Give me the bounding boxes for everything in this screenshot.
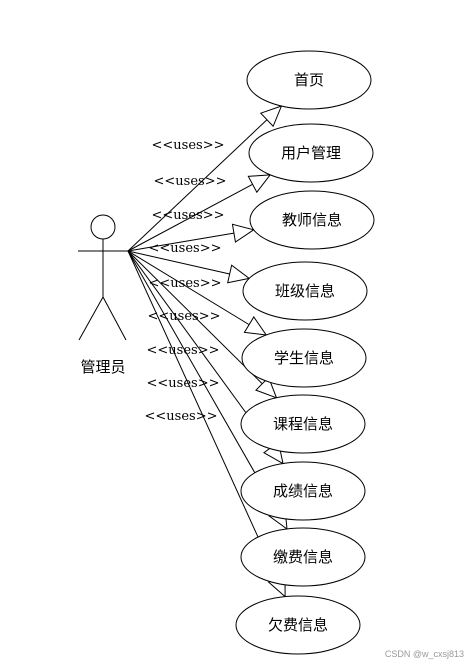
use-case-label: 学生信息	[274, 349, 334, 367]
use-case-2: 用户管理	[248, 123, 374, 183]
use-case-8: 缴费信息	[240, 527, 366, 587]
use-case-ellipse	[235, 595, 361, 655]
use-case-ellipse	[249, 190, 375, 250]
uses-line	[127, 183, 253, 252]
uses-line	[127, 250, 278, 512]
arrowhead-icon	[227, 264, 251, 284]
uses-label: <<uses>>	[145, 409, 218, 424]
uses-line	[127, 250, 230, 275]
arrowhead-icon	[259, 105, 283, 128]
uses-line	[127, 232, 235, 252]
actor-left-leg	[78, 296, 104, 341]
use-case-ellipse	[240, 527, 366, 587]
uses-label: <<uses>>	[152, 138, 225, 153]
use-case-5: 学生信息	[241, 328, 367, 388]
arrowhead-icon	[247, 174, 272, 194]
actor-stick-figure	[78, 214, 128, 341]
uses-line	[127, 119, 268, 252]
use-case-9: 欠费信息	[235, 595, 361, 655]
uses-line	[127, 250, 263, 385]
uses-label: <<uses>>	[152, 208, 225, 223]
actor-head	[90, 214, 116, 240]
uses-label: <<uses>>	[147, 376, 220, 391]
uses-line	[127, 250, 278, 579]
actor-label: 管理员	[80, 358, 125, 376]
use-case-1: 首页	[246, 50, 372, 110]
use-case-label: 缴费信息	[273, 548, 333, 566]
arrowhead-icon	[243, 316, 268, 336]
use-case-ellipse	[241, 328, 367, 388]
use-case-label: 欠费信息	[268, 616, 328, 634]
use-case-6: 课程信息	[240, 394, 366, 454]
use-case-ellipse	[242, 261, 368, 321]
use-case-label: 课程信息	[273, 415, 333, 433]
use-case-label: 教师信息	[282, 211, 342, 229]
use-case-7: 成绩信息	[240, 461, 366, 521]
arrowhead-icon	[255, 376, 278, 399]
use-case-4: 班级信息	[242, 261, 368, 321]
use-case-label: 用户管理	[281, 144, 341, 162]
uses-label: <<uses>>	[147, 343, 220, 358]
arrowhead-icon	[231, 223, 255, 243]
uses-label: <<uses>>	[149, 276, 222, 291]
uses-line	[127, 250, 250, 326]
use-case-ellipse	[240, 394, 366, 454]
use-case-label: 班级信息	[275, 282, 335, 300]
use-case-ellipse	[248, 123, 374, 183]
uses-label: <<uses>>	[154, 174, 227, 189]
uses-label: <<uses>>	[149, 241, 222, 256]
uses-label: <<uses>>	[148, 309, 221, 324]
actor-right-leg	[102, 296, 127, 341]
watermark: CSDN @w_cxsj813	[384, 649, 464, 659]
use-case-3: 教师信息	[249, 190, 375, 250]
relations: <<uses>> <<uses>> <<uses>> <<uses>> <<uses>>…	[127, 105, 288, 598]
use-case-label: 首页	[294, 71, 324, 89]
use-case-label: 成绩信息	[273, 482, 333, 500]
use-case-ellipse	[246, 50, 372, 110]
use-case-ellipse	[240, 461, 366, 521]
